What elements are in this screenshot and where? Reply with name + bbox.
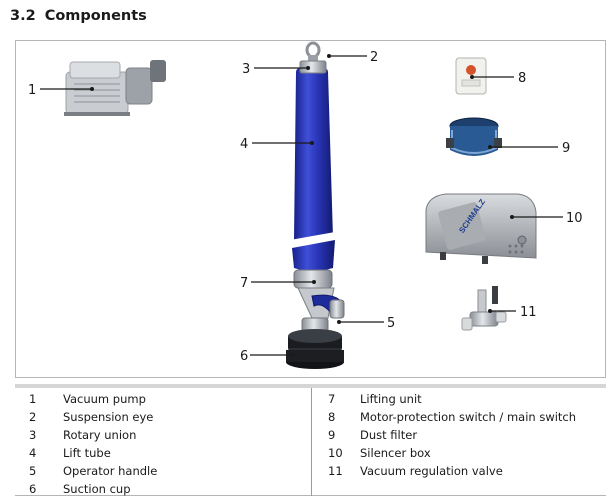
callout-6: 6 [240, 349, 248, 364]
legend-number: 10 [328, 446, 343, 460]
legend-column-right: 7 Lifting unit 8 Motor-protection switch /… [311, 388, 607, 496]
callout-1: 1 [28, 83, 36, 98]
legend-number: 3 [29, 428, 37, 442]
legend-number: 2 [29, 410, 37, 424]
legend-label: Suspension eye [63, 410, 154, 424]
section-title: Components [44, 8, 147, 24]
legend-column-left: 1 Vacuum pump 2 Suspension eye 3 Rotary uni… [15, 390, 310, 498]
suction-cup-image [286, 317, 344, 369]
legend-row: 5 Operator handle [15, 462, 310, 480]
rotary-union-image [299, 60, 327, 74]
callout-10: 10 [566, 211, 583, 226]
section-number: 3.2 [10, 8, 36, 24]
legend-row: 7 Lifting unit [312, 390, 607, 408]
legend-row: 9 Dust filter [312, 426, 607, 444]
legend-row: 10 Silencer box [312, 444, 607, 462]
callout-5: 5 [387, 316, 395, 331]
legend-number: 5 [29, 464, 37, 478]
legend-number: 1 [29, 392, 37, 406]
legend-label: Dust filter [360, 428, 418, 442]
vacuum-pump-image [64, 60, 166, 116]
callout-11: 11 [520, 305, 537, 320]
legend-row: 3 Rotary union [15, 426, 310, 444]
callout-7: 7 [240, 276, 248, 291]
callout-3: 3 [242, 62, 250, 77]
legend-label: Silencer box [360, 446, 431, 460]
components-illustration: SCHMALZ 1 2 3 4 5 [28, 41, 583, 369]
suspension-eye-image [305, 41, 321, 61]
operator-handle-image [311, 294, 345, 319]
leader-lines [40, 55, 563, 356]
section-heading: 3.2 Components [10, 8, 147, 24]
callout-9: 9 [562, 141, 570, 156]
callout-8: 8 [518, 71, 526, 86]
legend-row: 4 Lift tube [15, 444, 310, 462]
legend-label: Operator handle [63, 464, 158, 478]
silencer-box-image: SCHMALZ [425, 193, 537, 264]
lifting-unit-image [293, 269, 335, 319]
legend-row: 8 Motor-protection switch / main switch [312, 408, 607, 426]
legend-number: 8 [328, 410, 336, 424]
legend-label: Motor-protection switch / main switch [360, 410, 577, 424]
dust-filter-image [446, 117, 502, 156]
legend-row: 2 Suspension eye [15, 408, 310, 426]
legend-label: Suction cup [63, 482, 131, 496]
lift-tube-image [290, 66, 335, 271]
components-figure [15, 40, 606, 378]
legend-number: 7 [328, 392, 336, 406]
components-legend: 1 Vacuum pump 2 Suspension eye 3 Rotary uni… [15, 384, 606, 496]
legend-number: 9 [328, 428, 336, 442]
callout-4: 4 [240, 137, 248, 152]
legend-label: Vacuum pump [63, 392, 146, 406]
legend-label: Rotary union [63, 428, 137, 442]
legend-label: Lift tube [63, 446, 111, 460]
leader-dots [90, 54, 514, 357]
legend-label: Lifting unit [360, 392, 422, 406]
legend-row: 1 Vacuum pump [15, 390, 310, 408]
legend-number: 6 [29, 482, 37, 496]
legend-row: 6 Suction cup [15, 480, 310, 498]
legend-label: Vacuum regulation valve [360, 464, 503, 478]
legend-number: 4 [29, 446, 37, 460]
legend-number: 11 [328, 464, 343, 478]
callout-2: 2 [370, 50, 378, 65]
regulation-valve-image [461, 286, 507, 331]
legend-row: 11 Vacuum regulation valve [312, 462, 607, 480]
